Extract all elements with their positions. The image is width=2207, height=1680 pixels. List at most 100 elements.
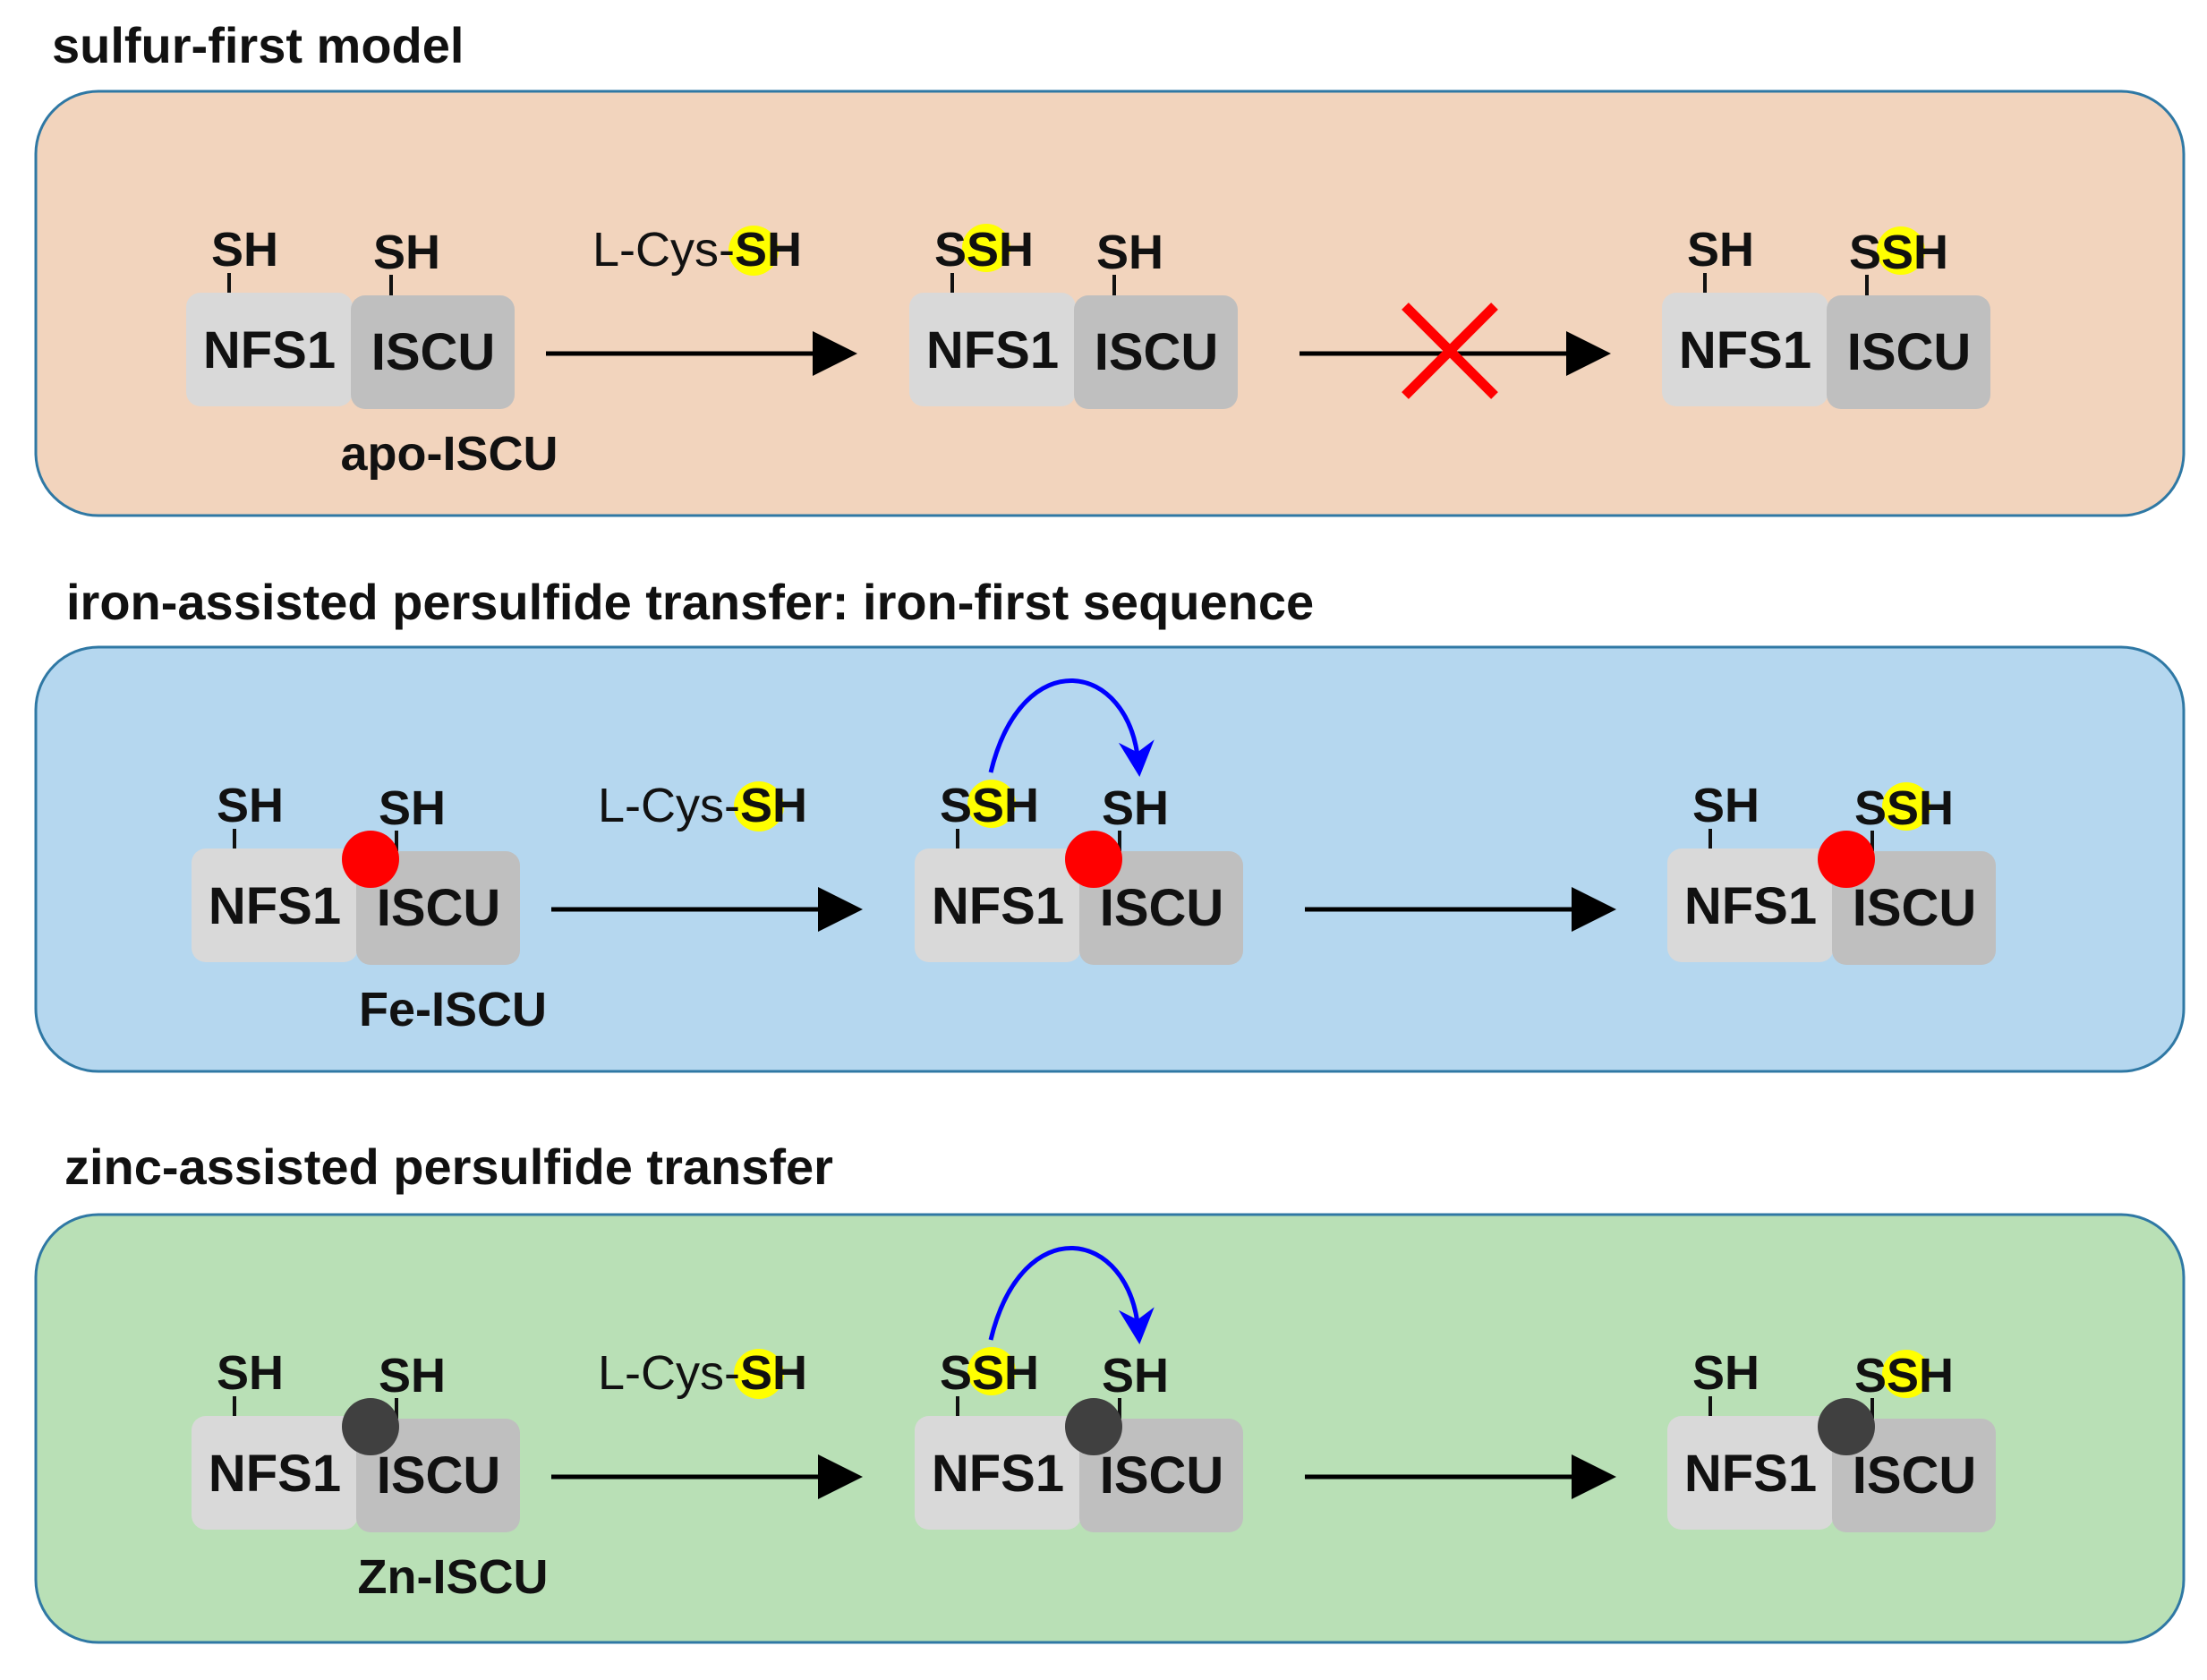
iscu-thiol-group: SH bbox=[379, 1349, 446, 1403]
iscu-thiol-group: SSH bbox=[1854, 781, 1954, 835]
nfs1-label: NFS1 bbox=[1684, 1445, 1817, 1503]
iscu-box bbox=[356, 851, 520, 965]
iscu-thiol-group: SH bbox=[1102, 1349, 1169, 1403]
iscu-thiol-group: SH bbox=[1096, 226, 1163, 279]
complex-1: NFS1 ISCU SSH SH bbox=[915, 1246, 1243, 1532]
nfs1-box bbox=[915, 1416, 1081, 1530]
nfs1-box bbox=[192, 849, 358, 962]
iscu-label: ISCU bbox=[1853, 879, 1977, 937]
complex-0: NFS1 ISCU SH SH bbox=[186, 223, 515, 409]
zinc-atom bbox=[342, 1398, 399, 1455]
complex-1: NFS1 ISCU SSH SH bbox=[909, 223, 1238, 409]
reagent-prefix: L-Cys- bbox=[598, 779, 740, 832]
iscu-box bbox=[1079, 1419, 1243, 1532]
nfs1-label: NFS1 bbox=[209, 1445, 341, 1503]
added-sulfur-highlight bbox=[967, 780, 1016, 828]
panel-title: sulfur-first model bbox=[52, 17, 464, 73]
reagent-sulfur-highlight bbox=[734, 781, 784, 831]
nfs1-box bbox=[1662, 293, 1828, 406]
iscu-thiol-group: SSH bbox=[1849, 226, 1948, 279]
iscu-thiol-group: SH bbox=[379, 781, 446, 835]
nfs1-box bbox=[186, 293, 353, 406]
iscu-box bbox=[1079, 851, 1243, 965]
iscu-thiol-group: SH bbox=[1102, 781, 1169, 835]
iscu-state-label: Zn-ISCU bbox=[358, 1550, 549, 1604]
iscu-thiol-group: SSH bbox=[1854, 1349, 1954, 1403]
iscu-label: ISCU bbox=[1095, 323, 1219, 381]
iscu-box bbox=[1827, 295, 1990, 409]
iron-atom bbox=[1818, 831, 1875, 888]
reagent-text: L-Cys-SH bbox=[598, 1346, 807, 1400]
nfs1-box bbox=[1667, 849, 1834, 962]
iscu-box bbox=[1832, 1419, 1996, 1532]
nfs1-thiol-group: SSH bbox=[934, 223, 1034, 277]
iscu-state-label: apo-ISCU bbox=[341, 427, 558, 481]
iscu-label: ISCU bbox=[377, 1446, 501, 1505]
persulfide-transfer-arrow bbox=[988, 1246, 1155, 1344]
nfs1-label: NFS1 bbox=[926, 321, 1059, 379]
panel-1: iron-assisted persulfide transfer: iron-… bbox=[34, 574, 2186, 1073]
reagent-prefix: L-Cys- bbox=[592, 223, 735, 277]
nfs1-label: NFS1 bbox=[1684, 877, 1817, 935]
nfs1-thiol-group: SH bbox=[211, 223, 278, 277]
nfs1-box bbox=[1667, 1416, 1834, 1530]
nfs1-thiol-group: SH bbox=[217, 1346, 284, 1400]
nfs1-thiol-group: SH bbox=[217, 779, 284, 832]
reagent-label: L-Cys-SH bbox=[592, 223, 802, 277]
iscu-box bbox=[356, 1419, 520, 1532]
nfs1-thiol-group: SH bbox=[1692, 779, 1760, 832]
nfs1-box bbox=[192, 1416, 358, 1530]
nfs1-label: NFS1 bbox=[209, 877, 341, 935]
added-sulfur-highlight bbox=[1882, 782, 1930, 831]
iscu-label: ISCU bbox=[371, 323, 496, 381]
zinc-atom bbox=[1818, 1398, 1875, 1455]
nfs1-thiol-group: SH bbox=[1687, 223, 1754, 277]
nfs1-thiol-group: SH bbox=[1692, 1346, 1760, 1400]
iscu-box bbox=[351, 295, 515, 409]
reagent-sulfur-highlight bbox=[729, 226, 779, 276]
blocked-x-mark bbox=[1402, 303, 1498, 399]
reagent-sulfur-highlight bbox=[734, 1349, 784, 1399]
persulfide-transfer-arrow bbox=[988, 678, 1155, 777]
complex-2: NFS1 ISCU SH SSH bbox=[1667, 1346, 1996, 1532]
iscu-state-label: Fe-ISCU bbox=[359, 983, 547, 1036]
iscu-box bbox=[1832, 851, 1996, 965]
reagent-text: L-Cys-SH bbox=[598, 779, 807, 832]
added-sulfur-highlight bbox=[1882, 1350, 1930, 1398]
iscu-label: ISCU bbox=[377, 879, 501, 937]
nfs1-label: NFS1 bbox=[932, 877, 1064, 935]
panel-title: iron-assisted persulfide transfer: iron-… bbox=[66, 574, 1314, 630]
iscu-thiol-group: SH bbox=[373, 226, 440, 279]
added-sulfur-highlight bbox=[962, 224, 1010, 272]
iscu-label: ISCU bbox=[1853, 1446, 1977, 1505]
iscu-box bbox=[1074, 295, 1238, 409]
reagent-thiol: SH bbox=[740, 1346, 807, 1400]
nfs1-label: NFS1 bbox=[203, 321, 336, 379]
added-sulfur-highlight bbox=[967, 1347, 1016, 1395]
zinc-atom bbox=[1065, 1398, 1122, 1455]
nfs1-thiol-group: SSH bbox=[940, 1346, 1039, 1400]
iron-atom bbox=[342, 831, 399, 888]
reagent-prefix: L-Cys- bbox=[598, 1346, 740, 1400]
iscu-label: ISCU bbox=[1847, 323, 1972, 381]
added-sulfur-highlight bbox=[1877, 226, 1925, 275]
reagent-label: L-Cys-SH bbox=[598, 1346, 807, 1400]
reagent-thiol: SH bbox=[735, 223, 802, 277]
iscu-label: ISCU bbox=[1100, 1446, 1224, 1505]
iscu-label: ISCU bbox=[1100, 879, 1224, 937]
nfs1-box bbox=[915, 849, 1081, 962]
reagent-text: L-Cys-SH bbox=[592, 223, 802, 277]
complex-2: NFS1 ISCU SH SSH bbox=[1667, 779, 1996, 965]
nfs1-box bbox=[909, 293, 1076, 406]
nfs1-label: NFS1 bbox=[932, 1445, 1064, 1503]
complex-0: NFS1 ISCU SH SH bbox=[192, 1346, 520, 1532]
reagent-label: L-Cys-SH bbox=[598, 779, 807, 832]
iron-atom bbox=[1065, 831, 1122, 888]
panel-title: zinc-assisted persulfide transfer bbox=[64, 1138, 833, 1195]
